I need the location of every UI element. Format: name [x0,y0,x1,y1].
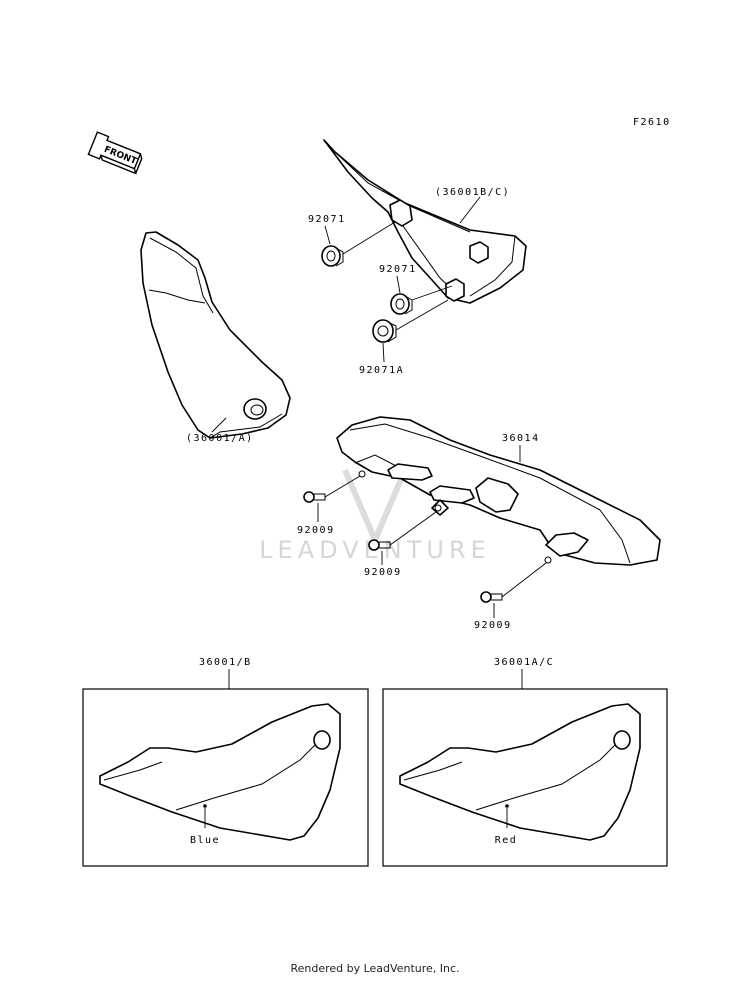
figure-code: F2610 [633,117,671,128]
callout-36014: 36014 [502,433,540,444]
color-label-red: Red [495,835,518,846]
side-cover-36001BC [323,139,527,304]
callout-92009-mid: 92009 [364,567,402,578]
side-cover-variant-red [399,703,641,841]
screw-92009-right [480,591,503,603]
color-label-blue: Blue [190,835,220,846]
footer-credit: Rendered by LeadVenture, Inc. [290,962,460,975]
callout-92009-right: 92009 [474,620,512,631]
callout-36001B: 36001/B [199,657,252,668]
callout-36001AC: 36001A/C [494,657,554,668]
callout-36001BC: (36001B/C) [435,187,510,198]
callout-92009-left: 92009 [297,525,335,536]
grommet-92071-mid [390,293,413,315]
side-cover-variant-blue [99,703,341,841]
screw-92009-left [303,491,326,503]
front-arrow-icon: FRONT [87,131,143,175]
chain-cover-36014 [336,416,661,566]
callout-92071-mid: 92071 [379,264,417,275]
grommet-92071A [372,319,397,343]
callout-92071-top: 92071 [308,214,346,225]
side-cover-36001A [140,231,291,439]
callout-36001A: (36001/A) [186,433,254,444]
grommet-92071-top [321,245,344,267]
callout-92071A: 92071A [359,365,404,376]
